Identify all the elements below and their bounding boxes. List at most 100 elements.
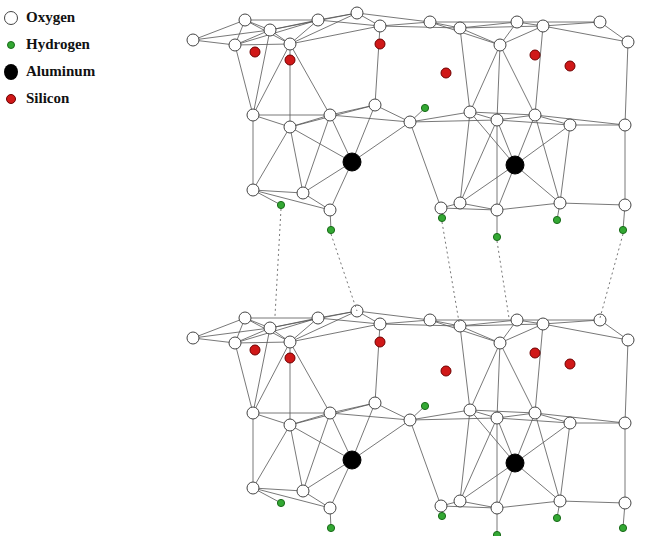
- oxygen-atom: [491, 204, 503, 216]
- bond-line: [380, 22, 430, 26]
- bond-line: [352, 122, 410, 162]
- bond-line: [535, 26, 543, 115]
- legend-swatch: [6, 94, 16, 104]
- silicon-atom: [285, 55, 295, 65]
- oxygen-atom: [284, 121, 296, 133]
- hydrogen-bond: [275, 209, 281, 316]
- hydrogen-atom: [277, 201, 284, 208]
- bond-line: [430, 22, 500, 45]
- hydrogen-bond: [600, 234, 623, 318]
- bond-line: [375, 26, 380, 105]
- oxygen-atom: [312, 14, 324, 26]
- oxygen-atom: [594, 16, 606, 28]
- bond-line: [625, 42, 628, 125]
- oxygen-atom: [554, 197, 566, 209]
- bond-line: [235, 45, 253, 115]
- aluminum-atom: [506, 156, 524, 174]
- bond-line: [517, 22, 600, 23]
- legend-label: Hydrogen: [26, 36, 90, 53]
- hydrogen-bond: [331, 234, 357, 311]
- bond-line: [303, 115, 330, 193]
- oxygen-atom: [374, 20, 386, 32]
- oxygen-atom: [404, 116, 416, 128]
- legend-swatch: [7, 41, 15, 49]
- bond-line: [535, 115, 560, 203]
- bond-line: [290, 105, 375, 127]
- bond-line: [290, 44, 330, 115]
- oxygen-atom: [264, 24, 276, 36]
- bond-line: [560, 203, 625, 205]
- bond-line: [330, 105, 375, 115]
- bond-line: [625, 125, 626, 205]
- legend-sample-cell: [4, 41, 26, 49]
- bond-line: [410, 120, 497, 122]
- bond-line: [253, 127, 290, 190]
- oxygen-atom: [564, 119, 576, 131]
- silicon-atom: [565, 61, 575, 71]
- oxygen-atom: [369, 99, 381, 111]
- oxygen-atom: [324, 204, 336, 216]
- kaolinite-layer: [187, 305, 634, 536]
- oxygen-atom: [187, 34, 199, 46]
- legend-label: Oxygen: [26, 9, 75, 26]
- legend-entry: Aluminum: [4, 58, 95, 85]
- bond-line: [253, 115, 254, 190]
- legend-entry: Silicon: [4, 85, 95, 112]
- hydrogen-atom: [438, 214, 445, 221]
- bond-line: [535, 115, 625, 125]
- legend-swatch: [4, 64, 18, 80]
- kaolinite-layer: [187, 7, 634, 241]
- bond-line: [470, 112, 535, 115]
- hydrogen-bonds: [275, 209, 623, 322]
- bond-line: [470, 45, 500, 112]
- bond-line: [497, 120, 498, 210]
- oxygen-atom: [247, 109, 259, 121]
- bond-line: [290, 127, 303, 193]
- legend: OxygenHydrogenAluminumSilicon: [4, 4, 95, 112]
- bond-line: [500, 26, 543, 45]
- oxygen-atom: [284, 38, 296, 50]
- legend-sample-cell: [4, 94, 26, 104]
- legend-sample-cell: [4, 11, 26, 25]
- bond-line: [460, 28, 500, 45]
- oxygen-atom: [619, 119, 631, 131]
- hydrogen-atom: [421, 104, 428, 111]
- oxygen-atom: [297, 187, 309, 199]
- hydrogen-bond: [497, 241, 509, 318]
- bond-line: [497, 45, 500, 120]
- legend-entry: Hydrogen: [4, 31, 95, 58]
- bond-line: [430, 22, 517, 23]
- legend-entry: Oxygen: [4, 4, 95, 31]
- bond-line: [570, 125, 625, 126]
- oxygen-atom: [247, 184, 259, 196]
- bond-line: [253, 30, 270, 115]
- bond-line: [290, 26, 380, 44]
- oxygen-atom: [454, 22, 466, 34]
- bond-line: [245, 20, 318, 21]
- bond-line: [290, 127, 352, 162]
- oxygen-atom: [239, 14, 251, 26]
- hydrogen-atom: [619, 226, 626, 233]
- oxygen-atom: [464, 106, 476, 118]
- oxygen-atom: [351, 7, 363, 19]
- hydrogen-bond: [442, 222, 459, 322]
- oxygen-atom: [491, 114, 503, 126]
- silicon-atom: [250, 47, 260, 57]
- bond-line: [470, 112, 515, 165]
- bond-line: [357, 13, 430, 22]
- oxygen-atom: [622, 36, 634, 48]
- bond-line: [460, 112, 470, 203]
- hydrogen-atom: [553, 216, 560, 223]
- legend-label: Aluminum: [26, 63, 95, 80]
- oxygen-atom: [435, 202, 447, 214]
- oxygen-atom: [229, 39, 241, 51]
- legend-sample-cell: [4, 64, 26, 80]
- hydrogen-atom: [493, 233, 500, 240]
- bond-line: [235, 44, 290, 45]
- bond-line: [460, 165, 515, 203]
- bond-line: [460, 28, 470, 112]
- hydrogen-atom: [327, 226, 334, 233]
- legend-swatch: [4, 11, 18, 25]
- bond-line: [253, 190, 330, 210]
- bond-line: [560, 125, 570, 203]
